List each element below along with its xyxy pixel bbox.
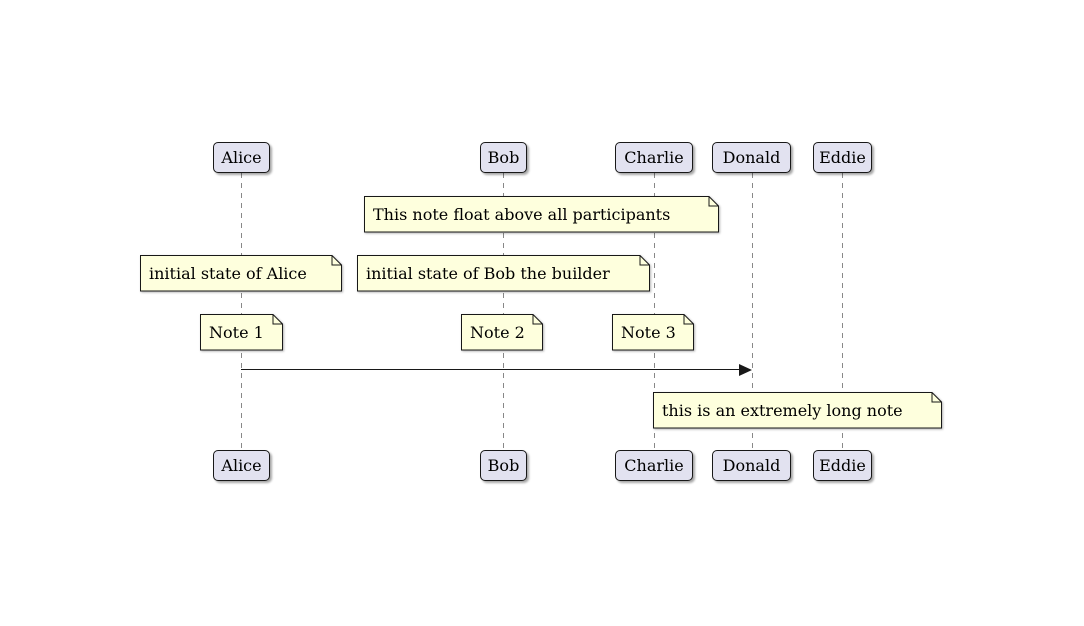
participant-charlie-top: Charlie: [615, 142, 693, 173]
note-text: initial state of Bob the builder: [366, 263, 610, 283]
lifeline-bob: [503, 173, 504, 450]
participant-label: Alice: [221, 455, 262, 475]
note-3: Note 3: [612, 314, 694, 351]
note-initial-state-alice: initial state of Alice: [140, 255, 342, 292]
participant-label: Alice: [221, 147, 262, 167]
participant-alice-top: Alice: [213, 142, 270, 173]
lifeline-charlie: [654, 173, 655, 450]
message-line-alice-to-donald: [241, 369, 740, 370]
participant-eddie-bottom: Eddie: [813, 450, 872, 481]
participant-donald-bottom: Donald: [712, 450, 791, 481]
participant-charlie-bottom: Charlie: [615, 450, 693, 481]
note-shape: [612, 314, 694, 351]
participant-label: Eddie: [819, 147, 866, 167]
participant-label: Bob: [487, 455, 520, 475]
note-text: Note 1: [209, 322, 264, 342]
participant-label: Charlie: [624, 455, 684, 475]
participant-alice-bottom: Alice: [213, 450, 270, 481]
note-float-above-participants: This note float above all participants: [364, 196, 719, 233]
note-text: this is an extremely long note: [662, 400, 903, 420]
note-2: Note 2: [461, 314, 543, 351]
note-shape: [653, 392, 942, 429]
note-shape: [200, 314, 283, 351]
participant-label: Eddie: [819, 455, 866, 475]
note-1: Note 1: [200, 314, 283, 351]
note-shape: [461, 314, 543, 351]
note-text: Note 3: [621, 322, 676, 342]
arrowhead-icon: [739, 364, 752, 376]
participant-bob-bottom: Bob: [480, 450, 527, 481]
note-text: This note float above all participants: [373, 204, 671, 224]
participant-label: Donald: [722, 147, 781, 167]
participant-label: Donald: [722, 455, 781, 475]
participant-label: Bob: [487, 147, 520, 167]
note-extremely-long: this is an extremely long note: [653, 392, 942, 429]
note-initial-state-bob: initial state of Bob the builder: [357, 255, 650, 292]
note-shape: [140, 255, 342, 292]
note-text: Note 2: [470, 322, 525, 342]
note-shape: [357, 255, 650, 292]
participant-label: Charlie: [624, 147, 684, 167]
lifeline-eddie: [842, 173, 843, 450]
lifeline-donald: [752, 173, 753, 450]
participant-eddie-top: Eddie: [813, 142, 872, 173]
lifeline-alice: [241, 173, 242, 450]
participant-donald-top: Donald: [712, 142, 791, 173]
note-shape: [364, 196, 719, 233]
note-text: initial state of Alice: [149, 263, 307, 283]
participant-bob-top: Bob: [480, 142, 527, 173]
